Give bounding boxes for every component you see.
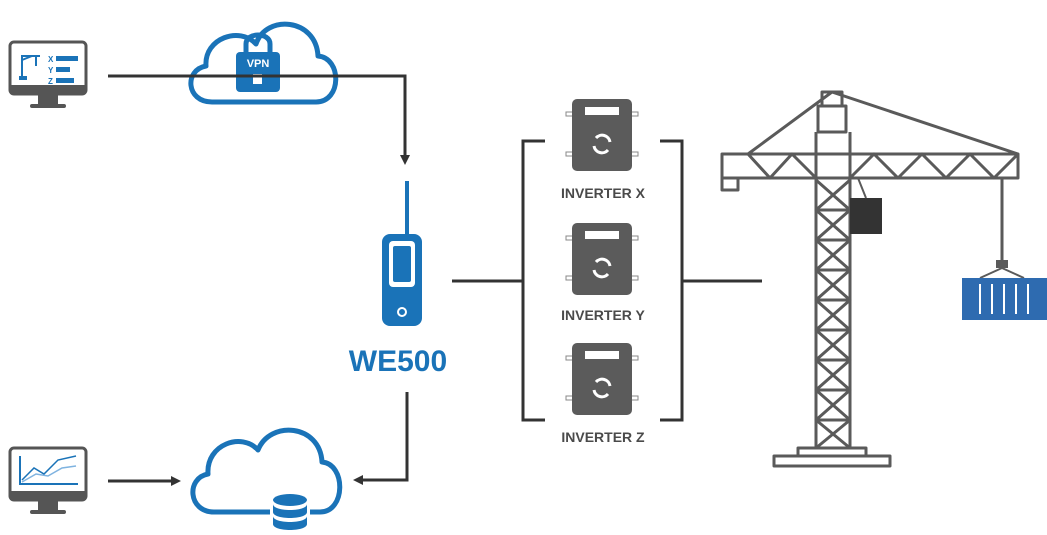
inverter-z-label: INVERTER Z bbox=[561, 429, 645, 445]
crane-icon bbox=[720, 90, 1020, 468]
cloud-database-icon bbox=[190, 427, 343, 515]
vpn-label: VPN bbox=[247, 58, 270, 70]
device-to-cloud-line bbox=[353, 392, 409, 485]
chart-monitor-icon bbox=[8, 446, 88, 514]
database-icon bbox=[270, 490, 310, 535]
inverter-z-icon bbox=[565, 343, 639, 415]
monitor-icon: X Y Z bbox=[8, 40, 88, 108]
counterweight-block bbox=[850, 198, 882, 234]
vpn-link-line bbox=[108, 74, 410, 165]
inverter-bracket-right bbox=[660, 139, 684, 422]
axis-y-label: Y bbox=[48, 66, 54, 75]
axis-x-label: X bbox=[48, 55, 54, 64]
inverter-y-icon bbox=[565, 223, 639, 295]
inverter-y-label: INVERTER Y bbox=[561, 307, 645, 323]
radio-device-icon bbox=[382, 181, 422, 326]
inverter-bracket-left bbox=[521, 139, 545, 422]
axis-z-label: Z bbox=[48, 77, 53, 86]
device-name-label: WE500 bbox=[349, 345, 447, 378]
padlock-icon: VPN bbox=[236, 32, 280, 92]
container-icon bbox=[962, 278, 1047, 320]
hook-block bbox=[996, 260, 1008, 268]
inverter-x-label: INVERTER X bbox=[561, 185, 646, 201]
inverter-x-icon bbox=[565, 99, 639, 171]
